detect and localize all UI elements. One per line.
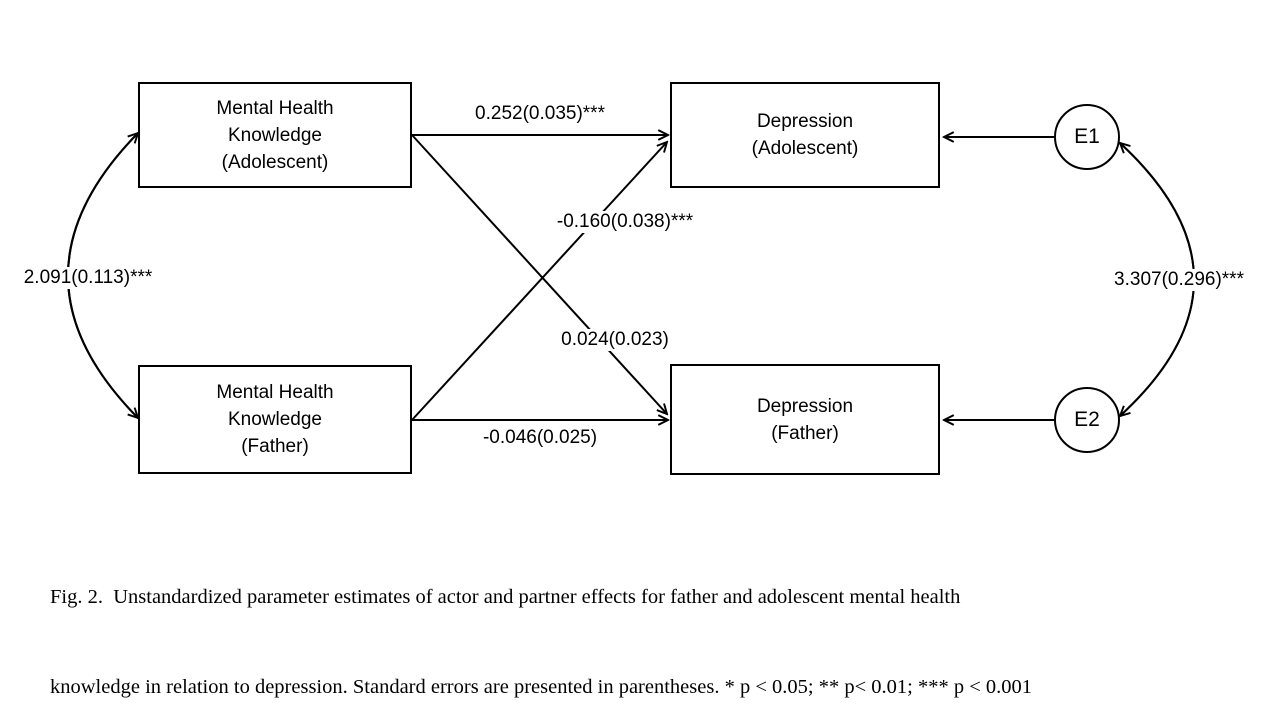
figure-caption: Fig. 2. Unstandardized parameter estimat… [50, 522, 1032, 720]
arrow-mhk-adolescent-to-dep-father [411, 134, 667, 414]
node-depression-father: Depression (Father) [670, 364, 940, 475]
error-term-e2: E2 [1054, 387, 1120, 453]
coefficient-actor-adolescent: 0.252(0.035)*** [472, 103, 608, 125]
coefficient-partner-adolescent-to-father: 0.024(0.023) [558, 329, 672, 351]
node-depression-adolescent: Depression (Adolescent) [670, 82, 940, 188]
figure-caption-line-1: Fig. 2. Unstandardized parameter estimat… [50, 586, 961, 608]
error-term-e1: E1 [1054, 104, 1120, 170]
arrow-mhk-father-to-dep-adolescent [411, 142, 667, 421]
coefficient-covariance-knowledge: 2.091(0.113)*** [20, 267, 156, 289]
node-mental-health-knowledge-father: Mental Health Knowledge (Father) [138, 365, 412, 474]
figure-caption-line-2: knowledge in relation to depression. Sta… [50, 676, 1033, 698]
coefficient-covariance-errors: 3.307(0.296)*** [1111, 269, 1247, 291]
coefficient-actor-father: -0.046(0.025) [479, 427, 601, 449]
coefficient-partner-father-to-adolescent: -0.160(0.038)*** [553, 211, 697, 233]
node-mental-health-knowledge-adolescent: Mental Health Knowledge (Adolescent) [138, 82, 412, 188]
